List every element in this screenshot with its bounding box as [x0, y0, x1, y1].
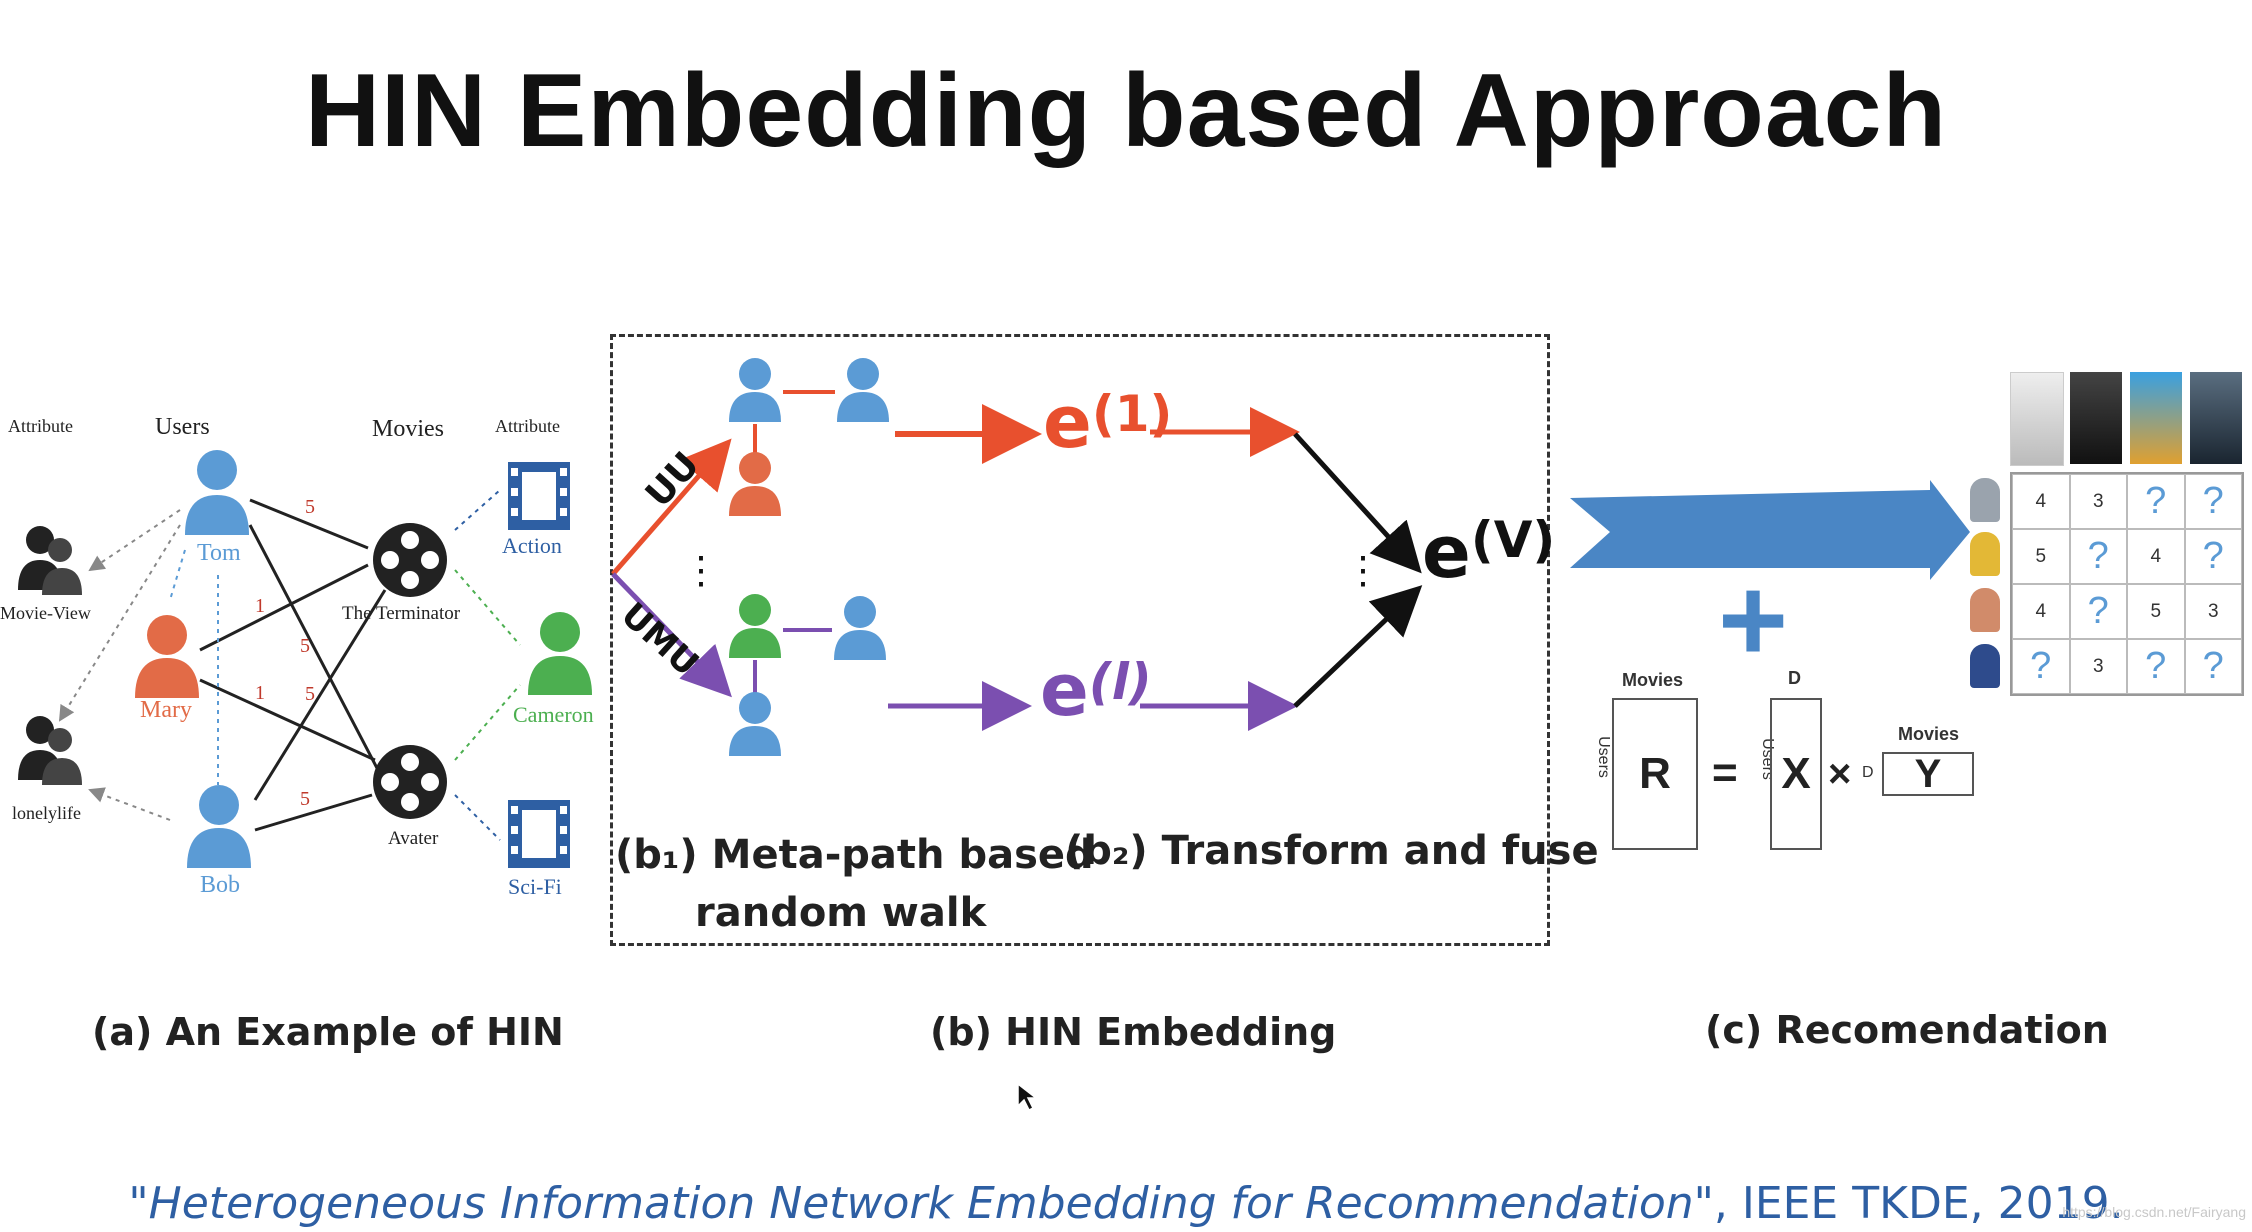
film-strip-icon-action — [508, 462, 570, 530]
matrix-cell: 4 — [2127, 529, 2185, 584]
matrix-cell: 3 — [2069, 474, 2127, 529]
embedding-diagram — [611, 358, 1423, 756]
citation-title: "Heterogeneous Information Network Embed… — [128, 1178, 1714, 1229]
rating-label: 5 — [300, 635, 310, 657]
attribute-lonelylife: lonelylife — [12, 803, 81, 823]
header-attribute-left: Attribute — [8, 416, 73, 436]
attribute-movie-view: Movie-View — [0, 603, 91, 623]
matrix-y: Y — [1882, 752, 1974, 796]
attribute-action: Action — [502, 533, 562, 558]
avatar — [1970, 588, 2000, 632]
user-icon-bob — [187, 785, 251, 868]
rating-matrix: 4 3 ? ? 5 ? 4 ? 4 ? 5 3 ? 3 ? ? — [2010, 472, 2244, 696]
attribute-scifi: Sci-Fi — [508, 874, 562, 899]
matrix-y-symbol: Y — [1914, 751, 1942, 796]
embedding-el: e(l) — [1040, 648, 1152, 732]
movie-poster-image — [2190, 372, 2242, 464]
user-icon-tom — [185, 450, 249, 535]
ev-superscript: (V) — [1470, 510, 1556, 569]
e1-base: e — [1043, 380, 1092, 464]
matrix-cell: ? — [2012, 639, 2070, 694]
y-side-label: D — [1862, 764, 1874, 781]
matrix-cell: 5 — [2127, 584, 2185, 639]
film-reel-icon-avater — [373, 745, 447, 819]
hin-embedding-panel — [610, 334, 1550, 946]
movie-poster-image — [2010, 372, 2064, 466]
group-icon-movie-view — [18, 526, 82, 595]
matrix-cell: ? — [2184, 639, 2242, 694]
times-sign: × — [1828, 752, 1852, 796]
mouse-cursor-icon — [1017, 1082, 1038, 1112]
avatar — [1970, 478, 2000, 522]
caption-c: (c) Recomendation — [1705, 1008, 2109, 1052]
attribute-cameron: Cameron — [513, 702, 594, 727]
matrix-cell: ? — [2127, 474, 2185, 529]
matrix-cell: ? — [2069, 529, 2127, 584]
matrix-cell: 3 — [2069, 639, 2127, 694]
matrix-cell: 5 — [2012, 529, 2070, 584]
walk-uu-icons — [729, 358, 889, 516]
rating-label: 1 — [255, 682, 265, 704]
caption-b: (b) HIN Embedding — [930, 1010, 1337, 1054]
movie-terminator-label: The Terminator — [342, 603, 461, 624]
b2-caption: (b₂) Transform and fuse — [1065, 828, 1599, 874]
embedding-ev: e(V) — [1422, 510, 1555, 594]
vdots-left: ⋮ — [682, 550, 720, 592]
watermark: https://blog.csdn.net/Fairyang — [2062, 1204, 2246, 1220]
caption-a: (a) An Example of HIN — [92, 1010, 564, 1054]
el-base: e — [1040, 648, 1089, 732]
director-icon-cameron — [528, 612, 592, 695]
matrix-cell: ? — [2069, 584, 2127, 639]
user-mary-label: Mary — [140, 697, 192, 723]
matrix-cell: 4 — [2012, 474, 2070, 529]
avatar — [1970, 532, 2000, 576]
b1-caption-line1: (b₁) Meta-path based — [615, 832, 1094, 878]
el-superscript: (l) — [1088, 652, 1152, 711]
matrix-cell: ? — [2127, 639, 2185, 694]
header-users: Users — [155, 414, 210, 440]
avatar — [1970, 644, 2000, 688]
citation-venue: , IEEE TKDE, 2019. — [1713, 1178, 2124, 1229]
user-tom-label: Tom — [197, 540, 241, 566]
movie-poster-image — [2070, 372, 2122, 464]
b1-caption-line2: random walk — [695, 890, 987, 936]
movie-avater-label: Avater — [388, 828, 439, 849]
header-attribute-right: Attribute — [495, 416, 560, 436]
rating-label: 1 — [255, 595, 265, 617]
rating-label: 5 — [300, 788, 310, 810]
matrix-x-symbol: X — [1781, 749, 1811, 798]
film-strip-icon-scifi — [508, 800, 570, 868]
x-top-label: D — [1788, 668, 1801, 688]
user-icon-mary — [135, 615, 199, 698]
hin-graph — [18, 450, 592, 868]
user-bob-label: Bob — [200, 872, 241, 898]
matrix-cell: 3 — [2184, 584, 2242, 639]
matrix-r: R — [1612, 698, 1698, 850]
e1-superscript: (1) — [1091, 384, 1173, 443]
group-icon-lonelylife — [18, 716, 82, 785]
big-arrow — [1570, 480, 1970, 580]
vdots-right: ⋮ — [1344, 550, 1382, 592]
embedding-e1: e(1) — [1043, 380, 1172, 464]
r-side-label: Users — [1594, 736, 1612, 778]
header-movies: Movies — [372, 416, 444, 442]
slide-title: HIN Embedding based Approach — [304, 53, 1948, 169]
walk-umu-icons — [729, 594, 886, 756]
movie-poster-image — [2130, 372, 2182, 464]
ev-base: e — [1422, 510, 1471, 594]
film-reel-icon-terminator — [373, 523, 447, 597]
matrix-x: X — [1770, 698, 1822, 850]
matrix-cell: ? — [2184, 529, 2242, 584]
matrix-cell: 4 — [2012, 584, 2070, 639]
r-top-label: Movies — [1622, 670, 1684, 690]
equals-sign: = — [1712, 748, 1738, 797]
rating-label: 5 — [305, 683, 315, 705]
matrix-r-symbol: R — [1639, 749, 1671, 798]
citation: "Heterogeneous Information Network Embed… — [0, 1178, 2252, 1229]
hin-example-panel: Attribute Users Movies Attribute Movie-V… — [0, 400, 600, 920]
y-top-label: Movies — [1898, 724, 1960, 744]
matrix-cell: ? — [2184, 474, 2242, 529]
rating-label: 5 — [305, 496, 315, 518]
plus-sign: + — [1718, 553, 1789, 687]
